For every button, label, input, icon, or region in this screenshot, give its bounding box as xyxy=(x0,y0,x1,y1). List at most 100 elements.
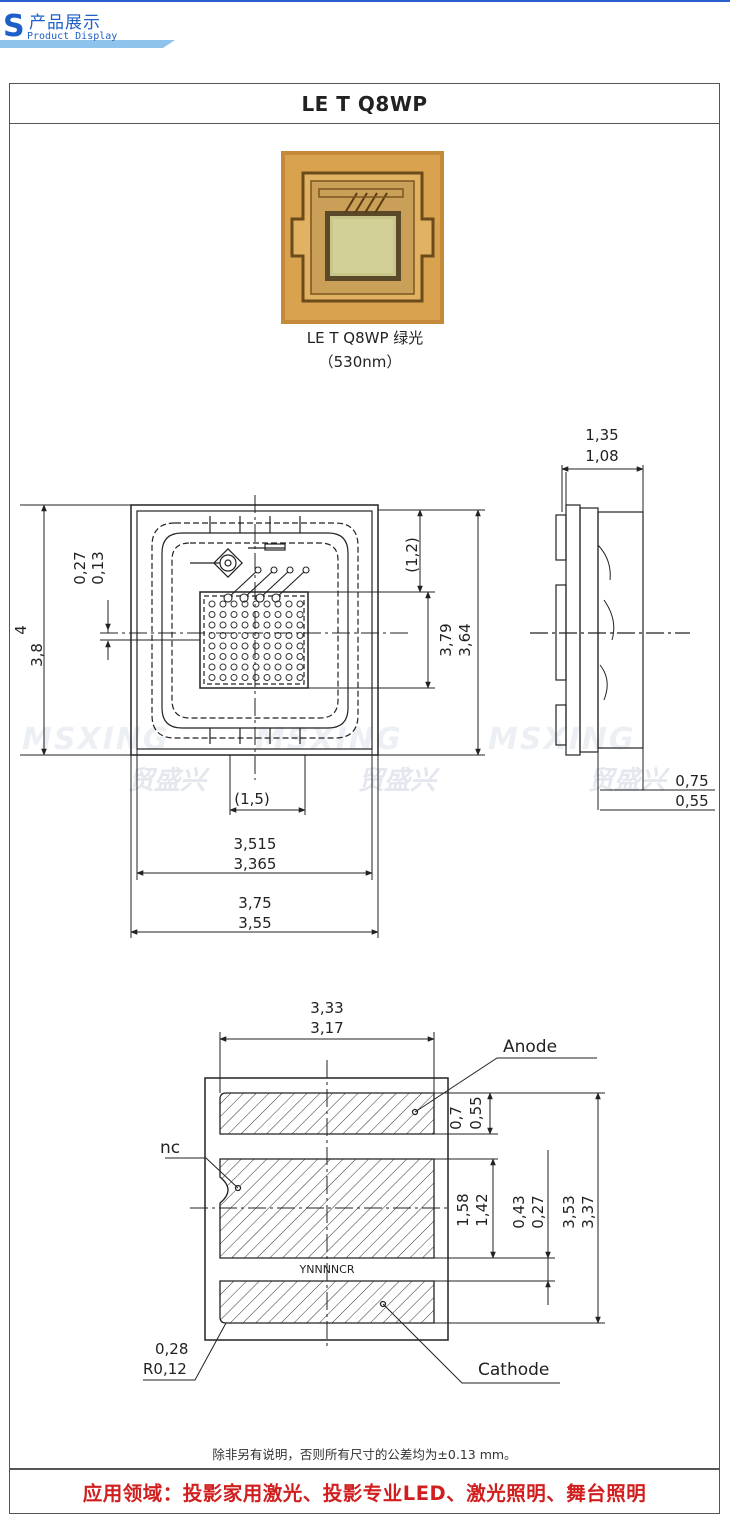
emitter-dot xyxy=(208,621,216,629)
dim-offset-upper: 0,27 xyxy=(71,551,89,584)
emitter-dot xyxy=(219,663,227,671)
application-bar: 应用领域：投影家用激光、投影专业LED、激光照明、舞台照明 xyxy=(9,1469,720,1514)
header-logo-letter: S xyxy=(3,9,25,44)
top-view-centerlines xyxy=(100,495,410,780)
side-view xyxy=(530,504,690,756)
emitter-dot xyxy=(274,653,282,660)
emitter-dot xyxy=(230,674,238,681)
emitter-dot xyxy=(219,621,227,629)
dim-gap2: 0,27 xyxy=(529,1195,547,1228)
emitter-dot xyxy=(252,621,260,629)
emitter-dot xyxy=(285,663,293,671)
emitter-dot xyxy=(263,611,271,618)
emitter-dot xyxy=(219,600,227,608)
emitter-dot xyxy=(285,611,293,618)
label-nc: nc xyxy=(160,1138,180,1158)
dim-total1: 3,53 xyxy=(560,1195,578,1228)
dim-w-inner2: 3,365 xyxy=(234,855,277,873)
emitter-dot xyxy=(263,600,271,608)
dim-pad-a1: 0,7 xyxy=(447,1106,465,1130)
product-title: LE T Q8WP xyxy=(301,91,428,116)
emitter-dot xyxy=(263,642,271,650)
label-anode: Anode xyxy=(503,1037,557,1057)
watermark-cn-3: 贸盛兴 xyxy=(588,766,667,796)
emitter-dot xyxy=(263,653,271,660)
dim-height-outer: 4 xyxy=(12,625,30,635)
emitter-dot xyxy=(252,600,260,608)
top-view xyxy=(130,504,379,756)
dim-pad-m1: 1,58 xyxy=(454,1193,472,1226)
emitter-dot xyxy=(296,611,304,618)
emitter-dot xyxy=(252,611,260,618)
photo-caption-wavelength: （530nm） xyxy=(318,353,402,371)
emitter-dot xyxy=(230,653,238,660)
dim-gap1: 0,43 xyxy=(510,1195,528,1228)
emitter-dot xyxy=(263,674,271,681)
dim-chip-h1: 3,79 xyxy=(437,623,455,656)
header-cn-title: 产品展示 xyxy=(29,13,101,33)
emitter-dot xyxy=(263,621,271,629)
dim-w-inner1: 3,515 xyxy=(234,835,277,853)
emitter-dot xyxy=(208,611,216,618)
emitter-dot xyxy=(208,642,216,650)
header-underline-bar xyxy=(0,40,175,48)
emitter-dot xyxy=(219,653,227,660)
emitter-dot xyxy=(241,621,249,629)
emitter-dot xyxy=(296,600,304,608)
dim-total2: 3,37 xyxy=(579,1195,597,1228)
emitter-dot xyxy=(274,674,282,681)
emitter-dot xyxy=(252,653,260,660)
emitter-dot xyxy=(230,611,238,618)
dim-paren-12: (1,2) xyxy=(403,537,421,573)
emitter-dot xyxy=(296,632,304,639)
dim-paren-15: (1,5) xyxy=(234,790,270,808)
emitter-dot xyxy=(296,642,304,650)
dim-chip-h2: 3,64 xyxy=(456,623,474,656)
emitter-dot xyxy=(241,611,249,618)
emitter-dot xyxy=(285,621,293,629)
dim-w-outer2: 3,55 xyxy=(238,914,271,932)
product-frame: LE T Q8WP xyxy=(9,83,720,1469)
dim-pad-a2: 0,55 xyxy=(467,1096,485,1129)
emitter-dot xyxy=(285,674,293,681)
section-header: S 产品展示 Product Display xyxy=(0,2,730,50)
product-photo xyxy=(281,151,444,324)
emitter-dot xyxy=(296,621,304,629)
emitter-dot xyxy=(241,663,249,671)
dim-w-outer1: 3,75 xyxy=(238,894,271,912)
emitter-dot xyxy=(285,600,293,608)
dim-height-inner: 3,8 xyxy=(28,643,46,667)
dim-radius2: R0,12 xyxy=(143,1360,187,1378)
emitter-dot xyxy=(219,611,227,618)
dim-side-t2: 1,08 xyxy=(585,447,618,465)
emitter-dot xyxy=(274,611,282,618)
dim-bottom-w2: 3,17 xyxy=(310,1019,343,1037)
emitter-dot xyxy=(252,642,260,650)
emitter-dot xyxy=(296,653,304,660)
emitter-dot xyxy=(274,663,282,671)
tolerance-footnote: 除非另有说明，否则所有尺寸的公差均为±0.13 mm。 xyxy=(212,1447,517,1462)
label-cathode: Cathode xyxy=(478,1360,549,1380)
emitter-dot xyxy=(252,663,260,671)
emitter-dot xyxy=(285,653,293,660)
dim-side-b2: 0,55 xyxy=(675,792,708,810)
top-view-dimension-lines xyxy=(20,504,485,938)
emitter-dot xyxy=(219,642,227,650)
dim-side-b1: 0,75 xyxy=(675,772,708,790)
emitter-dot xyxy=(241,642,249,650)
bottom-view xyxy=(190,1060,450,1350)
emitter-dot xyxy=(241,600,249,608)
dim-radius1: 0,28 xyxy=(155,1340,188,1358)
emitter-dot xyxy=(252,674,260,681)
emitter-dot xyxy=(208,600,216,608)
chip-emitter-grid xyxy=(208,600,304,681)
emitter-dot xyxy=(274,642,282,650)
emitter-dot xyxy=(208,674,216,681)
emitter-dot xyxy=(230,600,238,608)
emitter-dot xyxy=(296,663,304,671)
emitter-dot xyxy=(263,663,271,671)
dim-offset-lower: 0,13 xyxy=(89,551,107,584)
photo-caption-name: LE T Q8WP 绿光 xyxy=(306,329,424,347)
emitter-dot xyxy=(230,621,238,629)
